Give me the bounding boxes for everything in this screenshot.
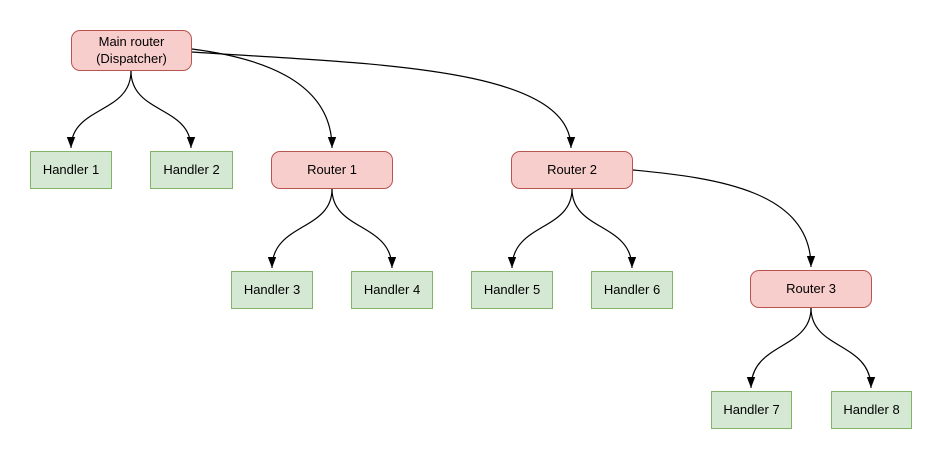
node-handler-3: Handler 3 [231,271,313,309]
node-handler-2: Handler 2 [150,151,233,189]
node-handler-1: Handler 1 [30,151,112,189]
node-router-1: Router 1 [271,151,393,189]
edge-router-2-to-router-3 [632,169,816,268]
node-handler-4-label: Handler 4 [363,281,421,297]
node-handler-1-label: Handler 1 [42,161,100,177]
node-router-1-label: Router 1 [307,161,357,177]
node-handler-4: Handler 4 [351,271,433,309]
node-router-3-label: Router 3 [786,280,836,296]
node-handler-3-label: Handler 3 [243,281,301,297]
node-handler-6: Handler 6 [591,271,673,309]
edge-main-router-to-handler-1 [66,70,132,149]
node-main-router: Main router (Dispatcher) [71,30,192,71]
node-router-2-label: Router 2 [547,161,597,177]
node-handler-7-label: Handler 7 [723,401,780,417]
node-handler-5-label: Handler 5 [483,281,541,297]
edge-main-router-to-router-1 [191,48,337,149]
edge-router-1-to-handler-3 [267,188,333,269]
node-handler-8-label: Handler 8 [843,401,900,417]
edge-router-3-to-handler-7 [746,307,812,389]
edge-router-3-to-handler-8 [810,307,876,389]
node-handler-5: Handler 5 [471,271,553,309]
node-handler-6-label: Handler 6 [603,281,661,297]
node-handler-7: Handler 7 [711,391,792,429]
node-router-3: Router 3 [750,270,872,308]
node-handler-2-label: Handler 2 [163,161,220,177]
edge-main-router-to-router-2 [191,51,576,149]
edge-router-1-to-handler-4 [331,188,397,269]
node-handler-8: Handler 8 [831,391,912,429]
node-router-2: Router 2 [511,151,633,189]
edge-router-2-to-handler-5 [507,188,573,269]
edge-router-2-to-handler-6 [571,188,637,269]
edge-main-router-to-handler-2 [130,70,196,149]
node-main-router-label: Main router (Dispatcher) [96,33,167,66]
